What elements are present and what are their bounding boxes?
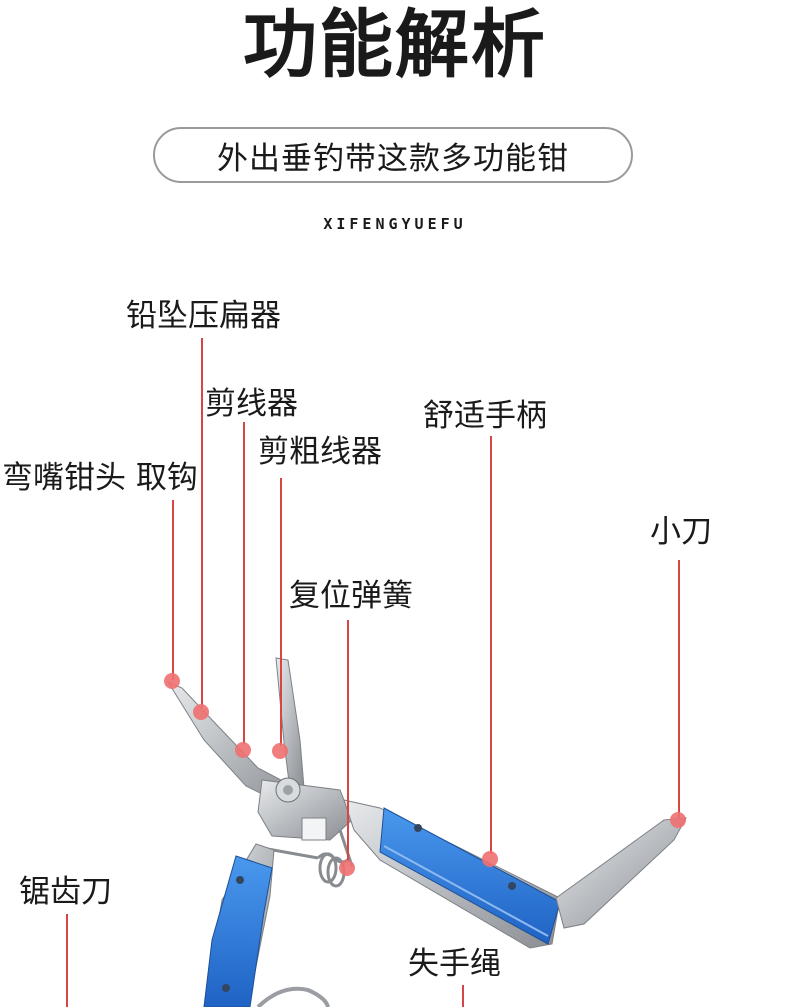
callout-line-lanyard (462, 985, 464, 1007)
label-saw: 锯齿刀 (19, 874, 112, 910)
callout-line-bent-nose (172, 500, 174, 680)
label-comfort-handle: 舒适手柄 (423, 398, 547, 434)
callout-line-knife (678, 560, 680, 818)
callout-line-wire-cutter (243, 422, 245, 744)
label-thick-wire-cutter: 剪粗线器 (258, 434, 382, 470)
callout-dot-spring (339, 860, 355, 876)
label-wire-cutter: 剪线器 (205, 386, 298, 422)
callout-dot-wire-cutter (235, 742, 251, 758)
callout-dot-sinker (193, 704, 209, 720)
callout-line-spring (347, 620, 349, 862)
label-spring: 复位弹簧 (289, 578, 413, 614)
callout-dot-comfort-handle (482, 851, 498, 867)
label-lanyard: 失手绳 (408, 946, 501, 982)
callout-line-sinker (201, 338, 203, 708)
brand-text: XIFENGYUEFU (323, 215, 467, 233)
label-knife: 小刀 (650, 514, 712, 550)
right-handle (343, 799, 561, 949)
callout-dot-thick-wire-cutter (272, 743, 288, 759)
knife-blade (555, 817, 687, 929)
callout-line-thick-wire-cutter (280, 478, 282, 746)
subtitle-pill: 外出垂钓带这款多功能钳 (153, 127, 633, 183)
label-sinker: 铅坠压扁器 (126, 298, 281, 334)
page-title: 功能解析 (243, 2, 547, 88)
lanyard-bracket (301, 817, 327, 841)
pivot-plate (257, 777, 353, 841)
label-bent-nose: 弯嘴钳头 取钩 (2, 460, 198, 496)
callout-dot-bent-nose (164, 673, 180, 689)
callout-dot-knife (670, 812, 686, 828)
callout-line-comfort-handle (490, 436, 492, 854)
callout-line-saw (66, 914, 68, 1007)
left-handle (203, 843, 275, 1007)
subtitle-text: 外出垂钓带这款多功能钳 (217, 140, 569, 177)
lanyard-ring (256, 986, 330, 1007)
